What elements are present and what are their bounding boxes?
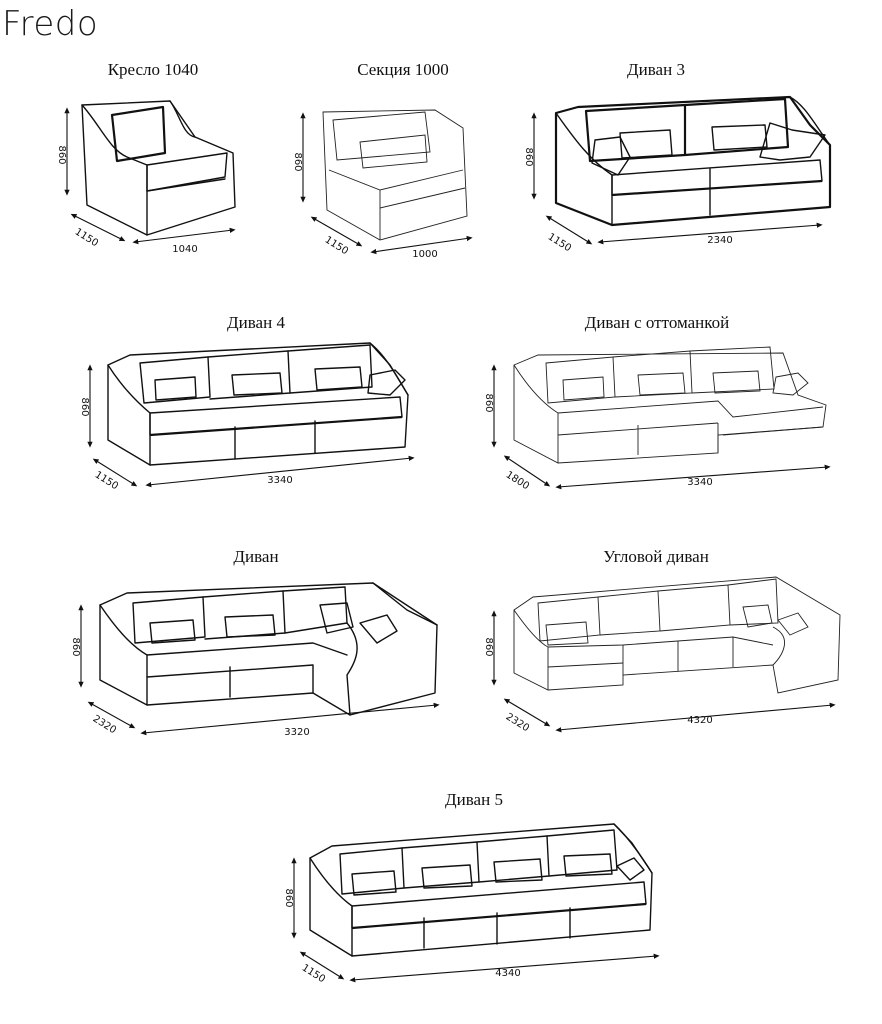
sofa-3-drawing: 860 1150 2340 <box>523 95 832 254</box>
corner-sofa-height: 860 <box>483 637 494 656</box>
sofa-5-drawing: 860 1150 4340 <box>283 823 660 985</box>
armchair-drawing: 860 1150 1040 <box>56 100 236 255</box>
sofa-3-depth: 1150 <box>546 231 573 254</box>
sofa-4-height: 860 <box>79 397 90 416</box>
sofa-ottoman-drawing: 860 1800 3340 <box>483 346 831 492</box>
sofa-corner-drawing: 860 2320 3320 <box>70 582 440 738</box>
caption-armchair: Кресло 1040 <box>107 60 199 79</box>
armchair-depth: 1150 <box>73 226 100 249</box>
sofa-5-width: 4340 <box>495 968 520 979</box>
section-drawing: 860 1150 1000 <box>292 109 473 260</box>
sofa-ottoman-width: 3340 <box>687 477 712 488</box>
sofa-ottoman-depth: 1800 <box>504 469 531 492</box>
sofa-4-drawing: 860 1150 3340 <box>79 342 415 492</box>
sofa-3-height: 860 <box>523 147 534 166</box>
sofa-3-width: 2340 <box>707 235 732 246</box>
sofa-corner-height: 860 <box>70 637 81 656</box>
sofa-5-height: 860 <box>283 888 294 907</box>
corner-sofa-width: 4320 <box>687 715 712 726</box>
section-height: 860 <box>292 152 303 171</box>
caption-section: Секция 1000 <box>357 60 449 79</box>
sofa-ottoman-height: 860 <box>483 393 494 412</box>
brand-title: Fredo <box>2 4 99 44</box>
armchair-height: 860 <box>56 145 67 164</box>
sofa-4-width: 3340 <box>267 475 292 486</box>
corner-sofa-depth: 2320 <box>504 711 531 734</box>
caption-sofa-corner: Диван <box>233 547 279 566</box>
section-width: 1000 <box>412 249 437 260</box>
caption-sofa-ottoman: Диван с оттоманкой <box>584 313 730 332</box>
sofa-corner-width: 3320 <box>284 727 309 738</box>
caption-corner-sofa: Угловой диван <box>603 547 709 566</box>
caption-sofa-5: Диван 5 <box>445 790 503 809</box>
section-depth: 1150 <box>323 234 350 257</box>
armchair-width: 1040 <box>172 244 197 255</box>
caption-sofa-3: Диван 3 <box>627 60 685 79</box>
caption-sofa-4: Диван 4 <box>227 313 285 332</box>
corner-sofa-drawing: 860 2320 4320 <box>483 576 841 734</box>
